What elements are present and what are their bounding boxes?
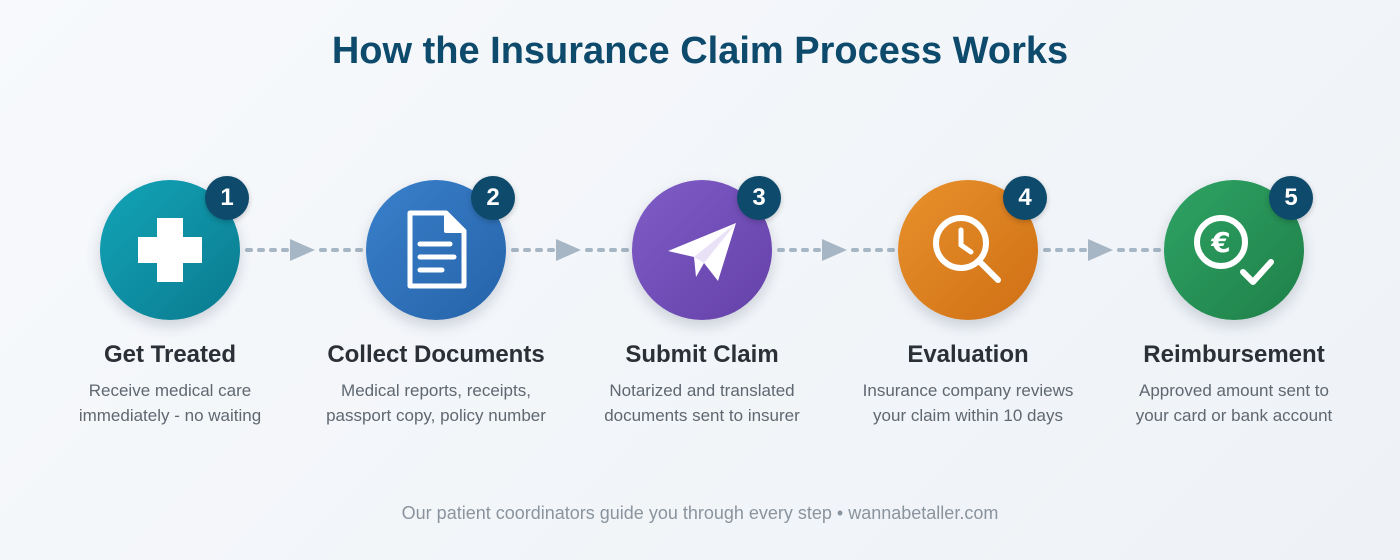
step-4-number-badge: 4: [1003, 176, 1047, 220]
step-2-number-badge: 2: [471, 176, 515, 220]
step-3-number-badge: 3: [737, 176, 781, 220]
step-5-description: Approved amount sent to your card or ban…: [1094, 378, 1374, 428]
footer-note: Our patient coordinators guide you throu…: [401, 503, 999, 523]
step-get-treated: 1 Get Treated Receive medical care immed…: [30, 176, 310, 436]
step-5-description-line-1: Approved amount sent to: [1139, 381, 1329, 400]
document-icon: [407, 210, 467, 289]
arrow-connector-2-3: [511, 239, 631, 261]
step-collect-documents: 2 Collect Documents Medical reports, rec…: [296, 176, 576, 436]
step-3-description-line-2: documents sent to insurer: [604, 406, 800, 425]
arrow-connector-3-4: [777, 239, 897, 261]
step-1-number-badge: 1: [205, 176, 249, 220]
step-4-description-line-2: your claim within 10 days: [873, 406, 1063, 425]
step-3-description-line-1: Notarized and translated: [609, 381, 795, 400]
step-1-description: Receive medical care immediately - no wa…: [30, 378, 310, 428]
clock-search-icon: [933, 215, 1001, 283]
arrow-connector-4-5: [1043, 239, 1163, 261]
step-submit-claim: 3 Submit Claim Notarized and translated …: [562, 176, 842, 436]
step-2-description: Medical reports, receipts, passport copy…: [296, 378, 576, 428]
step-4-description-line-1: Insurance company reviews: [862, 381, 1074, 400]
step-4-title: Evaluation: [907, 341, 1029, 368]
step-1-description-line-1: Receive medical care: [88, 381, 252, 400]
step-5-description-line-2: your card or bank account: [1135, 406, 1333, 425]
step-2-description-line-1: Medical reports, receipts,: [341, 381, 531, 400]
step-2-title: Collect Documents: [327, 341, 545, 368]
step-1-description-line-2: immediately - no waiting: [78, 406, 262, 425]
step-4-description: Insurance company reviews your claim wit…: [828, 378, 1108, 428]
step-5-number-badge: 5: [1269, 176, 1313, 220]
step-evaluation: 4 Evaluation Insurance company reviews y…: [828, 176, 1108, 436]
paper-plane-icon: [668, 223, 736, 281]
step-3-description: Notarized and translated documents sent …: [562, 378, 842, 428]
euro-check-icon: €: [1194, 215, 1274, 285]
step-3-title: Submit Claim: [625, 341, 779, 368]
arrow-connector-1-2: [245, 239, 365, 261]
medical-cross-icon: [138, 218, 202, 282]
step-1-title: Get Treated: [103, 341, 237, 368]
step-5-title: Reimbursement: [1143, 341, 1325, 368]
step-2-description-line-2: passport copy, policy number: [326, 406, 546, 425]
page-title: How the Insurance Claim Process Works: [331, 30, 1069, 72]
svg-text:€: €: [1210, 226, 1230, 259]
step-reimbursement: € 5 Reimbursement Approved amount sent t…: [1094, 176, 1374, 436]
